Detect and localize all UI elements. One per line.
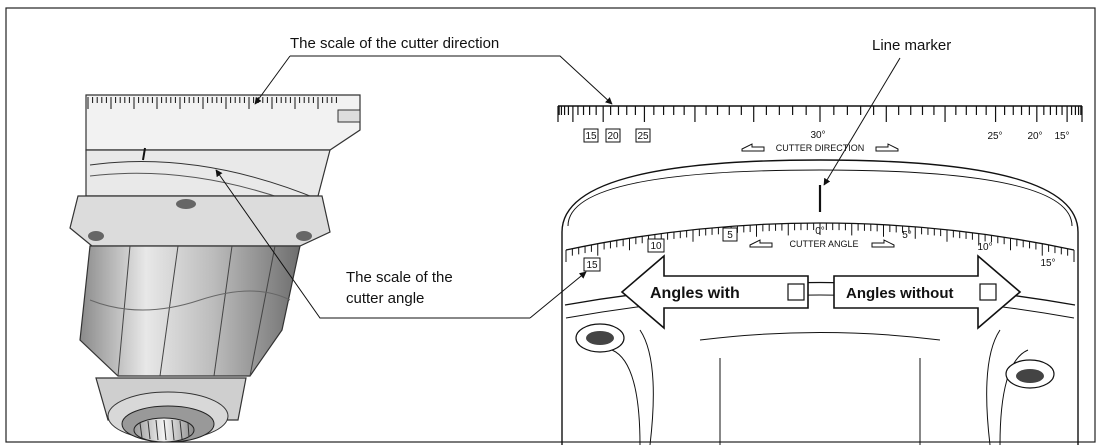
direction-box-20: 20 bbox=[607, 131, 619, 142]
arrow-angles-with: Angles with bbox=[620, 254, 809, 330]
cutter-head-photo bbox=[69, 94, 361, 443]
direction-left-boxed-labels: 15 20 25 bbox=[583, 128, 651, 143]
arrow-angles-with-box bbox=[787, 283, 805, 301]
direction-scale-ticks bbox=[557, 106, 1083, 122]
leader-angle-left bbox=[215, 169, 530, 319]
direction-box-25: 25 bbox=[637, 131, 649, 142]
direction-caption-text: CUTTER DIRECTION bbox=[776, 143, 865, 153]
label-line-marker: Line marker bbox=[872, 37, 951, 54]
arrow-angles-without-box bbox=[979, 283, 997, 301]
angle-right-5: 5° bbox=[902, 230, 912, 241]
angle-center-label: 0° bbox=[815, 226, 825, 237]
angle-scale-ticks bbox=[565, 223, 1075, 262]
label-cutter-angle-line2: cutter angle bbox=[346, 290, 424, 307]
direction-right-labels: 25° 20° 15° bbox=[987, 131, 1069, 142]
direction-right-15: 15° bbox=[1054, 131, 1069, 142]
arrow-angles-without-label: Angles without bbox=[846, 285, 954, 302]
angle-box-10: 10 bbox=[650, 241, 662, 252]
dial-drawing bbox=[557, 105, 1083, 446]
angle-right-10: 10° bbox=[977, 242, 992, 253]
label-cutter-angle-line1: The scale of the bbox=[346, 269, 453, 286]
arrow-angles-without: Angles without bbox=[833, 254, 1022, 330]
direction-center-label: 30° bbox=[810, 130, 825, 141]
direction-box-15: 15 bbox=[585, 131, 597, 142]
leader-direction-right bbox=[290, 55, 613, 105]
label-cutter-direction-scale: The scale of the cutter direction bbox=[290, 35, 499, 52]
leader-angle-right bbox=[529, 271, 587, 319]
angle-caption: CUTTER ANGLE bbox=[749, 239, 895, 249]
angle-right-15: 15° bbox=[1040, 258, 1055, 269]
angle-left-boxed-labels: 5 10 15 bbox=[583, 227, 738, 272]
angle-box-5: 5 bbox=[727, 230, 733, 241]
leader-direction-left bbox=[254, 55, 291, 105]
direction-caption: CUTTER DIRECTION bbox=[741, 143, 899, 153]
angle-box-15: 15 bbox=[586, 260, 598, 271]
direction-right-25: 25° bbox=[987, 131, 1002, 142]
angle-right-labels: 5° 10° 15° bbox=[902, 230, 1055, 269]
leader-line-marker bbox=[823, 57, 901, 186]
angle-caption-text: CUTTER ANGLE bbox=[789, 239, 858, 249]
direction-right-20: 20° bbox=[1027, 131, 1042, 142]
diagram-border bbox=[5, 7, 1096, 443]
arrow-angles-with-label: Angles with bbox=[650, 285, 740, 302]
